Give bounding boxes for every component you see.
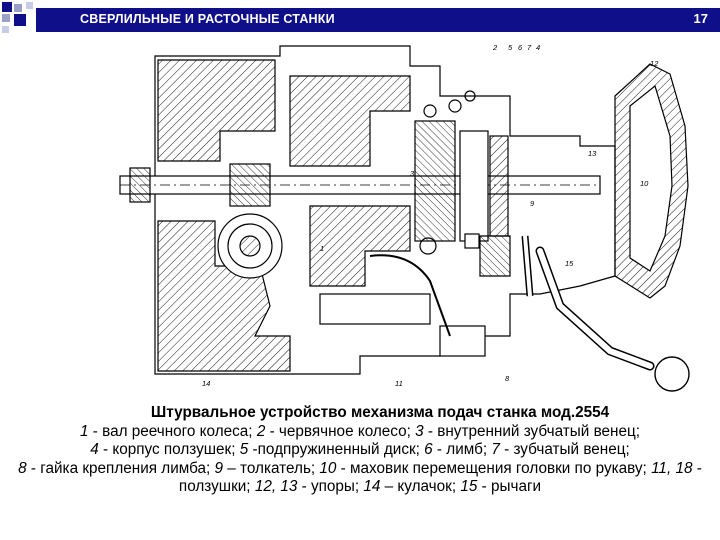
callout-4: 4 (536, 43, 540, 52)
callout-13: 13 (588, 149, 597, 158)
legend-number: 10 (319, 459, 337, 477)
legend-text: - корпус ползушек; (98, 441, 240, 459)
decor-square (2, 2, 12, 12)
page-number: 17 (693, 11, 708, 26)
decor-square (2, 26, 9, 33)
caption-legend-line-2: 4 - корпус ползушек; 5 -подпружиненный д… (0, 441, 720, 460)
callout-6: 6 (518, 43, 523, 52)
callout-11: 11 (395, 379, 403, 388)
slide-title: СВЕРЛИЛЬНЫЕ И РАСТОЧНЫЕ СТАНКИ (80, 12, 335, 26)
legend-text: – кулачок; (380, 478, 461, 496)
callout-7: 7 (527, 43, 532, 52)
callout-14: 14 (202, 379, 210, 388)
callout-5: 5 (508, 43, 513, 52)
callout-12: 12 (650, 59, 659, 68)
callout-8: 8 (505, 374, 510, 383)
legend-number: 7 (491, 441, 500, 459)
decor-square (26, 2, 33, 9)
feed-mechanism-drawing: 2 5 6 7 4 12 13 3 1 9 15 10 8 14 11 (119, 43, 690, 392)
legend-number: 11, 18 (651, 459, 693, 477)
callout-10: 10 (640, 179, 649, 188)
legend-text: - упоры; (297, 478, 364, 496)
ring-gear (414, 120, 456, 242)
legend-number: 6 (424, 441, 433, 459)
legend-number: 2 (256, 422, 266, 440)
legend-text: - гайка крепления лимба; (26, 459, 215, 477)
legend-number: 4 (90, 441, 99, 459)
legend-text: – толкатель; (223, 459, 320, 477)
legend-text: - ползушки; (178, 459, 702, 496)
decor-square (2, 14, 10, 22)
title-bar (36, 8, 720, 32)
callout-1: 1 (320, 244, 324, 253)
legend-number: 9 (214, 459, 224, 477)
left-housing-hatch (157, 59, 276, 162)
legend-text: - внутренний зубчатый венец; (423, 422, 640, 440)
caption-legend-line-3: 8 - гайка крепления лимба; 9 – толкатель… (0, 460, 720, 497)
callout-2: 2 (492, 43, 498, 52)
figure-caption: Штурвальное устройство механизма подач с… (0, 404, 720, 497)
callout-9: 9 (530, 199, 535, 208)
legend-number: 12, 13 (254, 478, 298, 496)
callout-3: 3 (410, 169, 415, 178)
lever-knob (654, 356, 690, 392)
legend-text: - зубчатый венец; (499, 441, 630, 459)
caption-legend-line-1: 1 - вал реечного колеса; 2 - червячное к… (0, 423, 720, 442)
callout-15: 15 (565, 259, 574, 268)
lower-housing-hatch (157, 220, 291, 372)
legend-number: 14 (363, 478, 381, 496)
legend-number: 5 (239, 441, 249, 459)
legend-number: 8 (18, 459, 27, 477)
legend-text: - рычаги (477, 478, 542, 496)
legend-number: 3 (415, 422, 424, 440)
caption-title: Штурвальное устройство механизма подач с… (150, 404, 610, 421)
legend-text: - лимб; (432, 441, 492, 459)
decor-square (14, 14, 26, 26)
legend-number: 1 (80, 422, 89, 440)
slide-header: СВЕРЛИЛЬНЫЕ И РАСТОЧНЫЕ СТАНКИ 17 (0, 0, 720, 36)
legend-text: -подпружиненный диск; (248, 441, 425, 459)
legend-text: - вал реечного колеса; (88, 422, 257, 440)
legend-text: - червячное колесо; (265, 422, 416, 440)
legend-number: 15 (460, 478, 478, 496)
legend-text: - маховик перемещения головки по рукаву; (336, 459, 652, 477)
decor-square (14, 4, 22, 12)
